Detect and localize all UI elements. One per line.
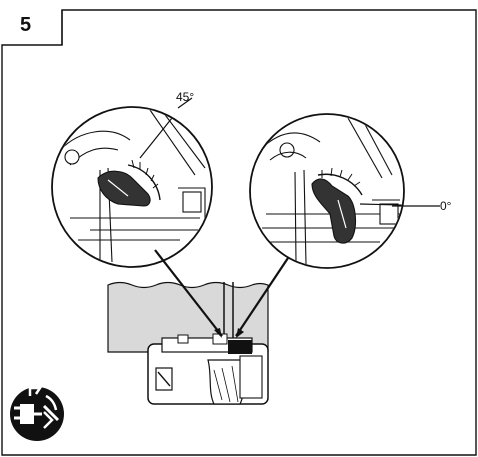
arrow-line-right bbox=[235, 257, 289, 337]
dark-marker bbox=[228, 340, 252, 354]
angle-label-45: 45° bbox=[176, 90, 195, 104]
saw-base-view bbox=[107, 281, 269, 405]
shaded-panel bbox=[107, 281, 269, 353]
step-number: 5 bbox=[20, 14, 32, 36]
detail-circle-right bbox=[249, 113, 405, 269]
arrow-line-left bbox=[154, 249, 223, 337]
angle-label-0: 0° bbox=[440, 199, 452, 213]
unplug-warning-icon bbox=[10, 386, 64, 441]
callout-leader-left bbox=[177, 97, 193, 109]
detail-circle-left bbox=[51, 106, 213, 268]
